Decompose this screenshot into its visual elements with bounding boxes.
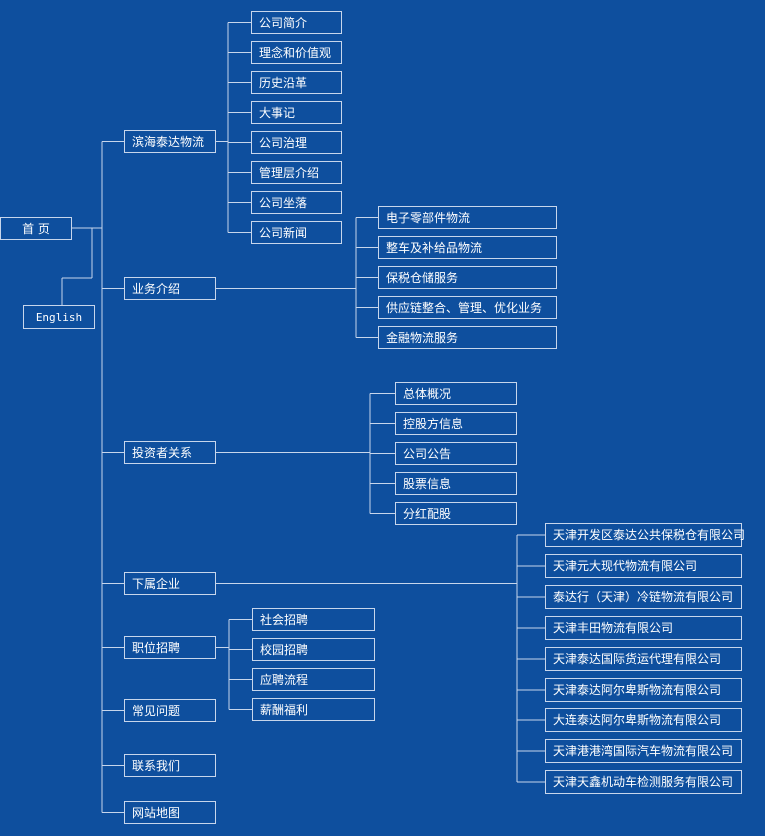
child-item-1-3[interactable]: 供应链整合、管理、优化业务	[378, 296, 557, 319]
child-item-1-2[interactable]: 保税仓储服务	[378, 266, 557, 289]
home-link[interactable]: 首 页	[0, 217, 72, 240]
section-4[interactable]: 职位招聘	[124, 636, 216, 659]
section-5[interactable]: 常见问题	[124, 699, 216, 722]
section-0[interactable]: 滨海泰达物流	[124, 130, 216, 153]
child-item-4-2[interactable]: 应聘流程	[252, 668, 375, 691]
child-item-3-0[interactable]: 天津开发区泰达公共保税仓有限公司	[545, 523, 745, 547]
child-item-2-3[interactable]: 股票信息	[395, 472, 517, 495]
child-item-3-4[interactable]: 天津泰达国际货运代理有限公司	[545, 647, 742, 671]
child-item-0-6[interactable]: 公司坐落	[251, 191, 342, 214]
child-item-1-0[interactable]: 电子零部件物流	[378, 206, 557, 229]
child-item-3-3[interactable]: 天津丰田物流有限公司	[545, 616, 742, 640]
child-item-3-2[interactable]: 泰达行（天津）冷链物流有限公司	[545, 585, 742, 609]
section-1[interactable]: 业务介绍	[124, 277, 216, 300]
child-item-3-6[interactable]: 大连泰达阿尔卑斯物流有限公司	[545, 708, 742, 732]
child-item-0-7[interactable]: 公司新闻	[251, 221, 342, 244]
child-item-3-7[interactable]: 天津港港湾国际汽车物流有限公司	[545, 739, 742, 763]
child-item-0-5[interactable]: 管理层介绍	[251, 161, 342, 184]
english-link[interactable]: English	[23, 305, 95, 329]
section-3[interactable]: 下属企业	[124, 572, 216, 595]
section-6[interactable]: 联系我们	[124, 754, 216, 777]
child-item-0-4[interactable]: 公司治理	[251, 131, 342, 154]
child-item-0-0[interactable]: 公司简介	[251, 11, 342, 34]
child-item-4-3[interactable]: 薪酬福利	[252, 698, 375, 721]
child-item-0-1[interactable]: 理念和价值观	[251, 41, 342, 64]
section-7[interactable]: 网站地图	[124, 801, 216, 824]
child-item-0-2[interactable]: 历史沿革	[251, 71, 342, 94]
child-item-0-3[interactable]: 大事记	[251, 101, 342, 124]
child-item-2-2[interactable]: 公司公告	[395, 442, 517, 465]
child-item-1-1[interactable]: 整车及补给品物流	[378, 236, 557, 259]
child-item-2-4[interactable]: 分红配股	[395, 502, 517, 525]
child-item-3-5[interactable]: 天津泰达阿尔卑斯物流有限公司	[545, 678, 742, 702]
child-item-2-0[interactable]: 总体概况	[395, 382, 517, 405]
section-2[interactable]: 投资者关系	[124, 441, 216, 464]
child-item-4-0[interactable]: 社会招聘	[252, 608, 375, 631]
child-item-3-1[interactable]: 天津元大现代物流有限公司	[545, 554, 742, 578]
child-item-4-1[interactable]: 校园招聘	[252, 638, 375, 661]
child-item-3-8[interactable]: 天津天鑫机动车检测服务有限公司	[545, 770, 742, 794]
child-item-1-4[interactable]: 金融物流服务	[378, 326, 557, 349]
child-item-2-1[interactable]: 控股方信息	[395, 412, 517, 435]
